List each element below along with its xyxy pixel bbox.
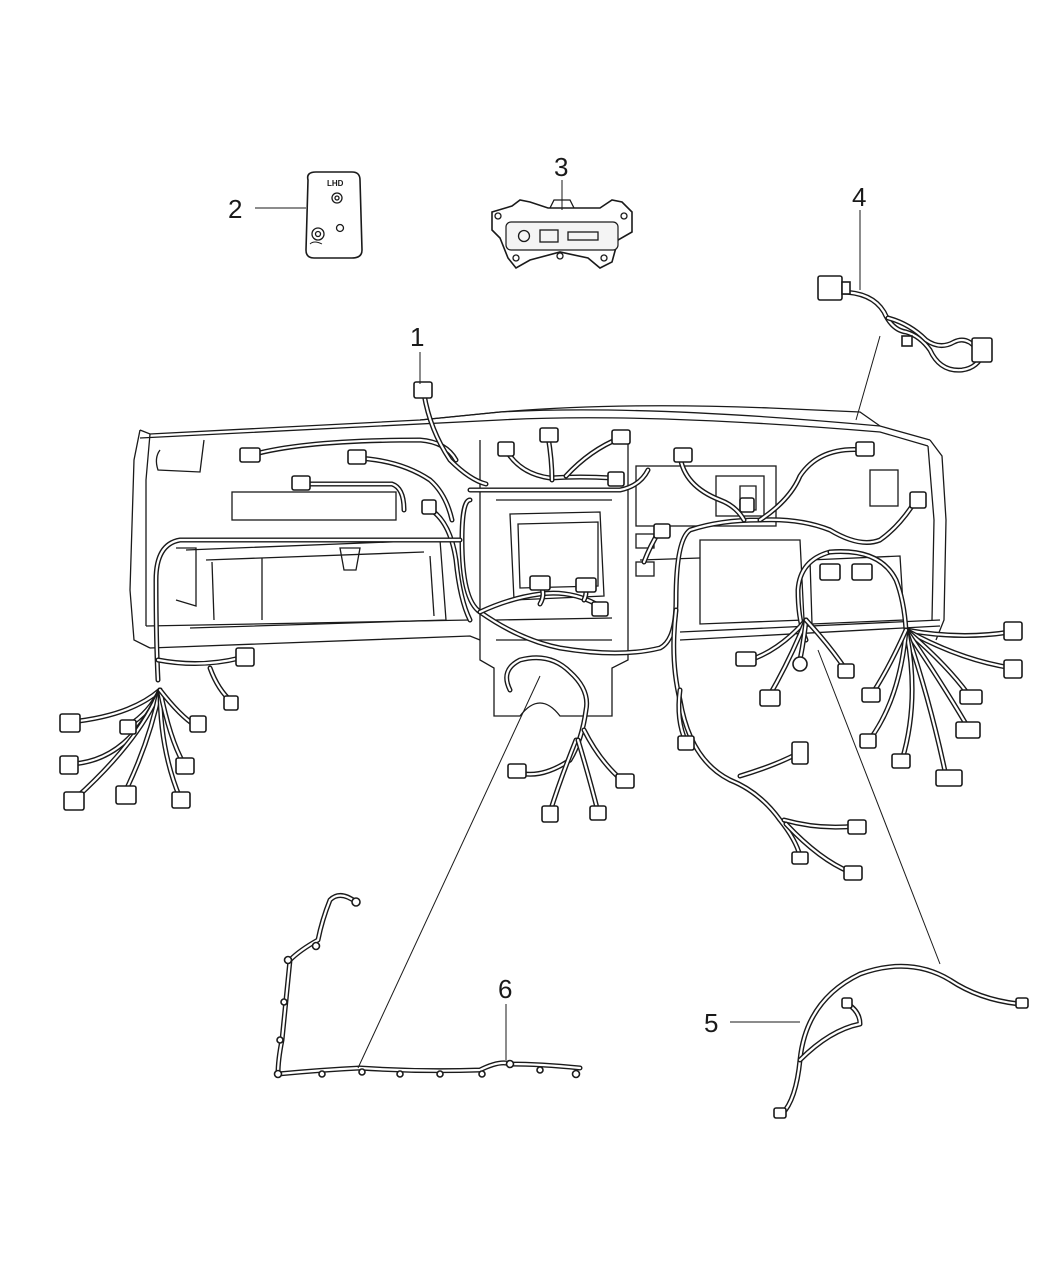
part-1-main-harness [67, 391, 1015, 875]
part-3-media-hub [491, 199, 633, 270]
harness-connectors [59, 381, 1023, 881]
bracket-lhd-label: LHD [327, 179, 344, 188]
part-5-lower-right-harness [773, 963, 1029, 1119]
callout-1: 1 [410, 322, 424, 352]
callout-5: 5 [704, 1008, 718, 1038]
part-4-jumper-harness [817, 275, 993, 373]
part-6-lower-harness [273, 893, 583, 1079]
callout-3: 3 [554, 152, 568, 182]
callout-2: 2 [228, 194, 242, 224]
part-2-bracket: LHD [305, 171, 363, 259]
callouts: 1 2 3 4 5 6 [228, 152, 866, 1038]
instrument-panel [129, 405, 947, 717]
leader-lines [255, 180, 941, 1069]
callout-4: 4 [852, 182, 866, 212]
callout-6: 6 [498, 974, 512, 1004]
